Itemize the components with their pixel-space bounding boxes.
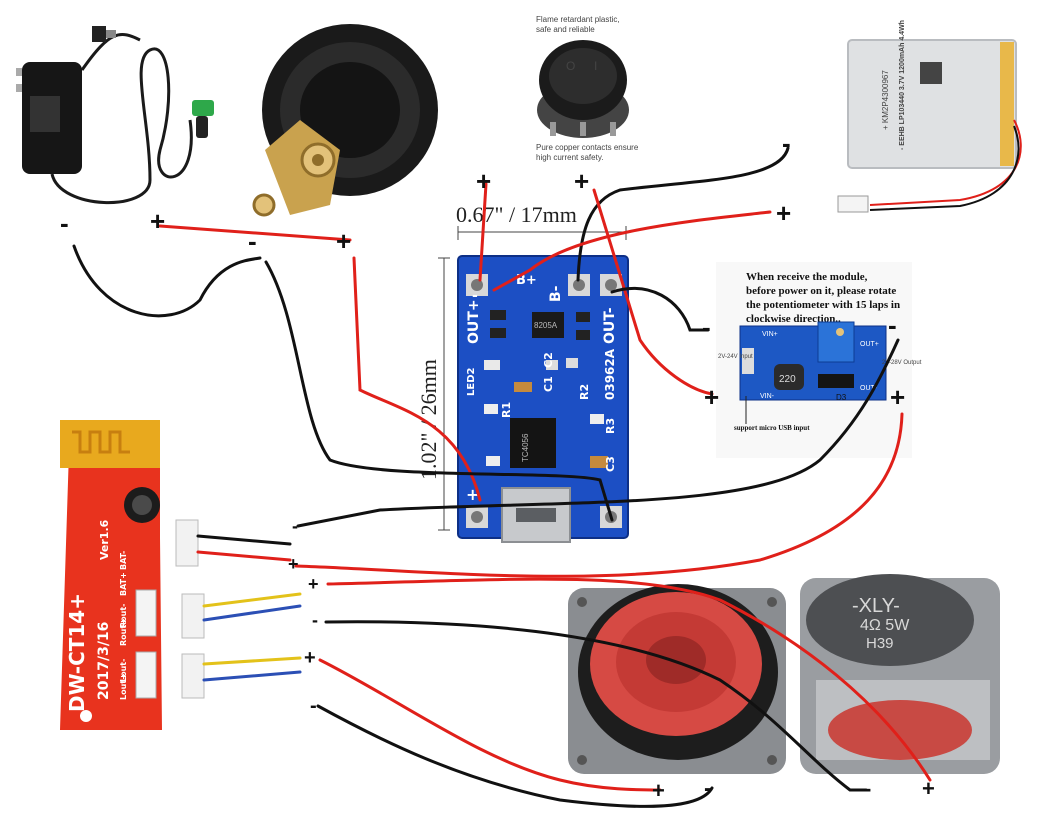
switch-off-symbol: O [566, 59, 575, 73]
speaker-right-minus-label: - [864, 776, 871, 801]
boost-in-minus-label: - [702, 312, 711, 342]
bt-rout-minus-label: - [312, 610, 318, 630]
charger-label-r2: R2 [578, 384, 591, 400]
speaker-left-minus-label: - [704, 775, 712, 802]
bt-pin-bat-plus: BAT+ [119, 572, 128, 596]
boost-module: When receive the module, before power on… [716, 262, 922, 458]
boost-note-line-2: before power on it, please rotate [746, 285, 896, 297]
charger-pin-out-minus: OUT- [602, 307, 618, 344]
bt-pin-rout-minus: Rout- [119, 604, 128, 629]
bt-bat-minus-label: - [292, 516, 298, 536]
switch-caption-top-2: safe and reliable [536, 25, 595, 34]
boost-pin-out-plus: OUT+ [860, 341, 879, 348]
bt-pin-rout-plus: Rout+ [119, 618, 128, 646]
switch-on-symbol: I [594, 59, 597, 73]
battery-text-2: - EEHB LP103440 3.7V 1200mAh 4.4Wh [899, 20, 906, 150]
boost-pin-vin-minus: VIN- [760, 393, 775, 400]
charger-label-c2: C2 [542, 352, 555, 368]
charger-pin-b-minus: B- [548, 285, 564, 302]
charger-chip-tc4056: TC4056 [521, 433, 530, 462]
bt-lout-plus-label: + [304, 647, 316, 669]
boost-usb-note: support micro USB input [734, 424, 810, 432]
boost-out-minus-label: - [888, 310, 897, 340]
bluetooth-amp-board: DW-CT14+ Ver1.6 2017/3/16 BAT- BAT+ Rout… [60, 420, 205, 730]
bt-pin-bat-minus: BAT- [119, 551, 128, 570]
charger-width-label: 0.67" / 17mm [456, 202, 577, 227]
bt-pin-lout-minus: Lout- [119, 659, 128, 682]
speaker-left-plus-label: + [652, 778, 665, 803]
charger-label-c1: C1 [542, 376, 555, 392]
boost-output-label: 2V-28V Output [882, 360, 922, 366]
charger-height-label: 1.02" / 26mm [416, 359, 441, 480]
rocker-switch: Flame retardant plastic, safe and reliab… [536, 15, 639, 162]
charger-pin-in-minus: - [472, 288, 478, 304]
bt-bat-plus-label: + [288, 554, 299, 574]
battery-minus-label: - [782, 128, 791, 158]
speaker-spec: 4Ω 5W [860, 617, 910, 634]
bt-pin-lout-plus: Lout+ [119, 673, 128, 700]
charger-label-r1: R1 [500, 402, 513, 418]
dc-jack [252, 24, 438, 217]
boost-diode-label: D3 [836, 393, 847, 402]
charger-label-led2: LED2 [466, 367, 477, 396]
charger-pin-out-plus: OUT+ [466, 299, 482, 344]
switch-caption-bottom-2: high current safety. [536, 153, 603, 162]
charger-module: 0.67" / 17mm 1.02" / 26mm B+ OUT+ B- OUT… [416, 202, 629, 543]
switch-plus-left-label: + [476, 166, 491, 196]
bt-rout-plus-label: + [308, 574, 319, 594]
boost-pin-vin-plus: VIN+ [762, 331, 778, 338]
boost-note-line-1: When receive the module, [746, 271, 868, 283]
lipo-battery: + KM2P4300967 - EEHB LP103440 3.7V 1200m… [837, 20, 1022, 213]
battery-text-1: + KM2P4300967 [881, 70, 890, 130]
battery-plus-label: + [776, 198, 791, 228]
speaker-code: H39 [866, 635, 894, 652]
charger-pin-b-plus: B+ [516, 273, 537, 288]
ac-adapter [16, 26, 214, 205]
jack-plus-label: + [336, 226, 351, 256]
speaker-right-plus-label: + [922, 776, 935, 801]
charger-label-c3: C3 [604, 456, 617, 472]
boost-input-label: 2V-24V Input [718, 354, 753, 360]
speaker-left [568, 584, 786, 774]
boost-in-plus-label: + [704, 382, 719, 412]
speaker-right: -XLY- 4Ω 5W H39 [800, 574, 1000, 774]
polarity-labels: - + - + + + - + - + - + - + + - + - + - … [60, 128, 935, 803]
switch-caption-bottom-1: Pure copper contacts ensure [536, 143, 639, 152]
speaker-brand: -XLY- [852, 595, 900, 617]
bt-board-model: DW-CT14+ [65, 593, 89, 712]
boost-note-line-3: the potentiometer with 15 laps in [746, 299, 900, 311]
jack-minus-label: - [248, 226, 257, 256]
charger-label-03962a: 03962A [603, 348, 617, 400]
charger-chip-8205a: 8205A [534, 321, 558, 330]
boost-note-line-4: clockwise direction.. [746, 313, 841, 325]
bt-board-date: 2017/3/16 [96, 622, 112, 700]
charger-label-r3: R3 [604, 418, 617, 434]
bt-lout-minus-label: - [310, 695, 317, 717]
boost-out-plus-label: + [890, 382, 905, 412]
bt-board-version: Ver1.6 [98, 519, 111, 560]
adapter-plus-label: + [150, 206, 165, 236]
boost-pin-out-minus: OUT- [860, 385, 877, 392]
wires [72, 146, 932, 808]
boost-inductor-label: 220 [779, 374, 796, 385]
switch-caption-top-1: Flame retardant plastic, [536, 15, 620, 24]
switch-plus-right-label: + [574, 166, 589, 196]
adapter-minus-label: - [60, 208, 69, 238]
